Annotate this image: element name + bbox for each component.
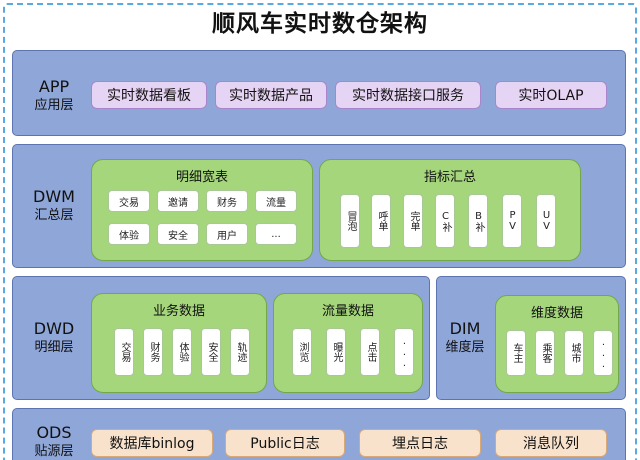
wide-chip: 体验: [108, 223, 150, 245]
ods-item-tracking-log: 埋点日志: [359, 429, 481, 457]
wide-chip: 交易: [108, 190, 150, 212]
dwm-layer-label: DWM 汇总层: [17, 187, 91, 225]
dimension-data-group: 维度数据 车主 乘客 城市 ...: [495, 295, 619, 393]
dwd-layer-en: DWD: [33, 319, 75, 338]
metric-chip: 呼单: [371, 194, 391, 248]
dim-layer: DIM 维度层 维度数据 车主 乘客 城市 ...: [436, 276, 626, 400]
diagram-frame: [3, 3, 637, 460]
business-chip: 交易: [114, 328, 134, 376]
dwm-layer-cn: 汇总层: [34, 208, 74, 223]
business-chip: 财务: [143, 328, 163, 376]
dimension-chip: ...: [593, 330, 613, 376]
traffic-data-title: 流量数据: [321, 304, 374, 319]
business-chip: 安全: [201, 328, 221, 376]
business-chip: 轨迹: [230, 328, 250, 376]
metric-chip: PV: [502, 194, 522, 248]
wide-chip: 用户: [206, 223, 248, 245]
traffic-data-group: 流量数据 浏览 曝光 点击 ...: [273, 293, 423, 393]
metrics-group: 指标汇总 冒泡 呼单 完单 C补 B补 PV UV: [319, 159, 581, 261]
app-item-dashboard: 实时数据看板: [91, 81, 207, 109]
dimension-chip: 城市: [564, 330, 584, 376]
business-data-group: 业务数据 交易 财务 体验 安全 轨迹: [91, 293, 267, 393]
dimension-chip: 车主: [506, 330, 526, 376]
app-layer-en: APP: [38, 77, 70, 96]
traffic-chip: 曝光: [326, 328, 346, 376]
traffic-chip: 点击: [360, 328, 380, 376]
wide-chip: 安全: [157, 223, 199, 245]
dwd-layer-cn: 明细层: [34, 340, 74, 355]
dim-layer-label: DIM 维度层: [437, 319, 493, 357]
traffic-chip: ...: [394, 328, 414, 376]
metric-chip: UV: [536, 194, 556, 248]
dim-layer-en: DIM: [449, 319, 481, 338]
wide-chip: 邀请: [157, 190, 199, 212]
app-item-olap: 实时OLAP: [495, 81, 607, 109]
app-item-api-service: 实时数据接口服务: [335, 81, 481, 109]
app-item-product: 实时数据产品: [215, 81, 327, 109]
app-layer-label: APP 应用层: [17, 77, 91, 115]
dwm-layer: DWM 汇总层 明细宽表 交易 邀请 财务 流量 体验 安全 用户 ... 指标…: [12, 144, 626, 268]
dwd-layer: DWD 明细层 业务数据 交易 财务 体验 安全 轨迹 流量数据 浏览 曝光 点…: [12, 276, 430, 400]
app-layer: APP 应用层 实时数据看板 实时数据产品 实时数据接口服务 实时OLAP: [12, 50, 626, 136]
wide-chip: 财务: [206, 190, 248, 212]
dimension-data-title: 维度数据: [530, 306, 583, 321]
dwd-layer-label: DWD 明细层: [17, 319, 91, 357]
traffic-chip: 浏览: [292, 328, 312, 376]
metric-chip: 完单: [403, 194, 423, 248]
ods-layer-cn: 贴源层: [34, 444, 74, 459]
ods-item-public-log: Public日志: [225, 429, 345, 457]
ods-layer-label: ODS 贴源层: [17, 423, 91, 460]
metric-chip: C补: [435, 194, 455, 248]
wide-table-title: 明细宽表: [175, 170, 228, 185]
wide-chip: 流量: [255, 190, 297, 212]
dimension-chip: 乘客: [535, 330, 555, 376]
dwm-layer-en: DWM: [33, 187, 75, 206]
ods-layer-en: ODS: [36, 423, 72, 442]
business-chip: 体验: [172, 328, 192, 376]
wide-table-group: 明细宽表 交易 邀请 财务 流量 体验 安全 用户 ...: [91, 159, 313, 261]
metrics-title: 指标汇总: [423, 170, 476, 185]
app-layer-cn: 应用层: [34, 98, 74, 113]
wide-chip: ...: [255, 223, 297, 245]
dim-layer-cn: 维度层: [445, 340, 485, 355]
ods-item-message-queue: 消息队列: [495, 429, 607, 457]
business-data-title: 业务数据: [152, 304, 205, 319]
metric-chip: 冒泡: [340, 194, 360, 248]
diagram-title: 顺风车实时数仓架构: [212, 11, 428, 37]
ods-layer: ODS 贴源层 数据库binlog Public日志 埋点日志 消息队列: [12, 408, 626, 460]
metric-chip: B补: [468, 194, 488, 248]
ods-item-binlog: 数据库binlog: [91, 429, 213, 457]
